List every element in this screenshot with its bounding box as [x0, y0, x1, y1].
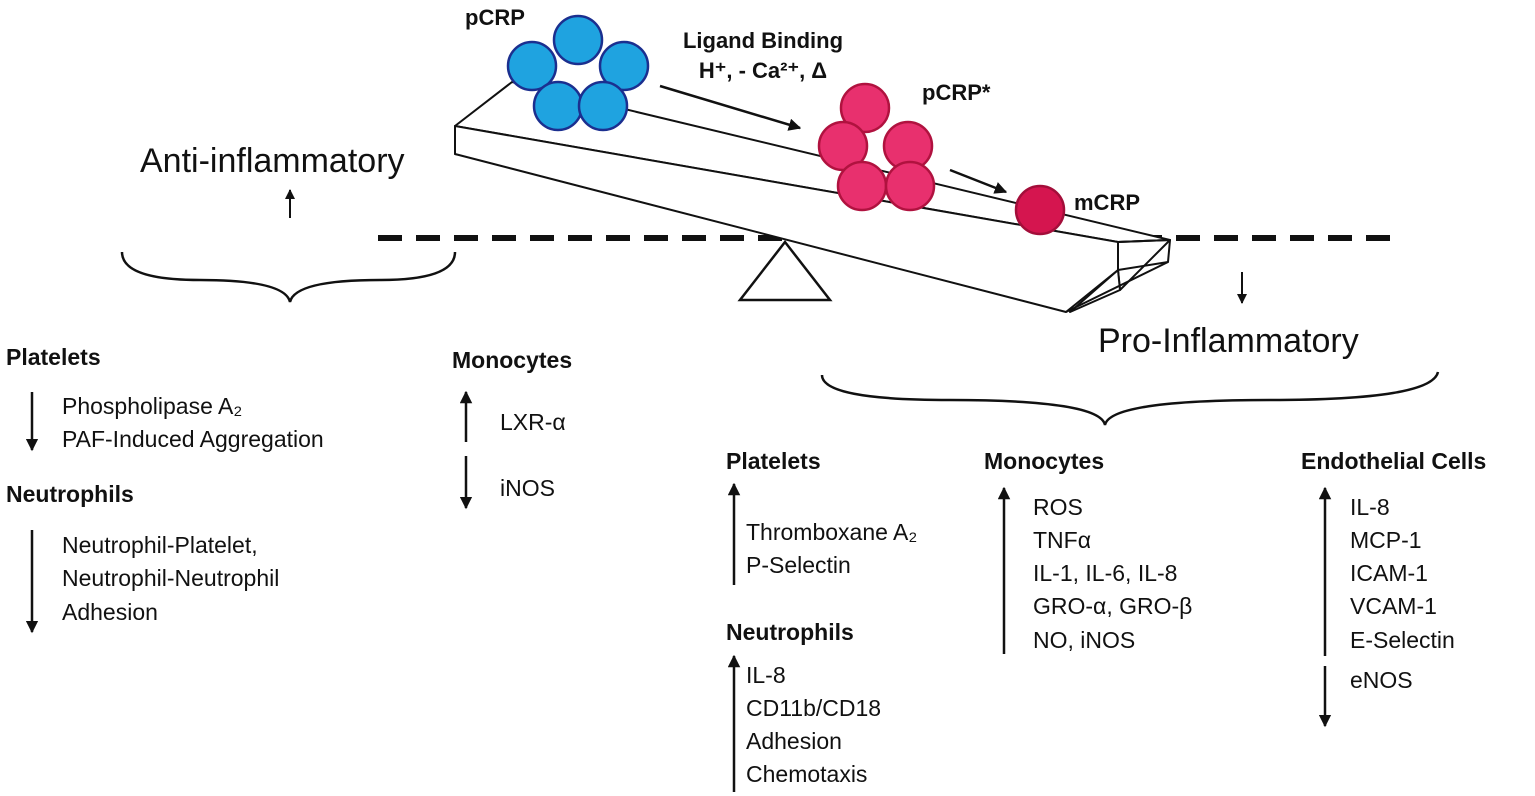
pro-inflammatory-title: Pro-Inflammatory — [1098, 322, 1359, 360]
pcrp-star-label: pCRP* — [922, 80, 991, 105]
pcrp-subunit — [577, 80, 629, 132]
anti-platelets-item: Phospholipase A₂ — [62, 393, 242, 419]
ligand-conditions-label: H⁺, - Ca²⁺, Δ — [699, 58, 827, 83]
pro-platelets-header: Platelets — [726, 448, 821, 474]
pro-neutrophils-item: CD11b/CD18 — [746, 695, 881, 721]
anti-platelets-item: PAF-Induced Aggregation — [62, 426, 324, 452]
anti-neutrophils-header: Neutrophils — [6, 481, 134, 507]
pro-monocytes-item: GRO-α, GRO-β — [1033, 593, 1192, 619]
anti-monocytes-down-item: iNOS — [500, 475, 555, 501]
pro-endothelial-up-item: VCAM-1 — [1350, 593, 1437, 619]
pcrp-subunit — [506, 40, 558, 92]
pro-endothelial-up-item: IL-8 — [1350, 494, 1390, 520]
anti-brace — [120, 251, 457, 303]
pcrp-pentamer — [506, 14, 650, 132]
anti-neutrophils-item: Neutrophil-Platelet, — [62, 532, 258, 558]
dissociation-arrow — [949, 168, 1008, 194]
pro-neutrophils-item: Chemotaxis — [746, 761, 867, 787]
anti-neutrophils-item: Adhesion — [62, 599, 158, 625]
pro-endothelial-up-item: ICAM-1 — [1350, 560, 1428, 586]
pro-endothelial-up-item: MCP-1 — [1350, 527, 1422, 553]
pro-monocytes-item: NO, iNOS — [1033, 627, 1135, 653]
pcrp-subunit — [598, 40, 650, 92]
balance-beam-front — [454, 125, 1171, 313]
pro-monocytes-item: IL-1, IL-6, IL-8 — [1033, 560, 1177, 586]
pro-monocytes-item: TNFα — [1033, 527, 1091, 553]
pro-endothelial-header: Endothelial Cells — [1301, 448, 1486, 474]
mcrp-label: mCRP — [1074, 190, 1140, 215]
pro-platelets-item: P-Selectin — [746, 552, 851, 578]
pro-endothelial-down-item: eNOS — [1350, 667, 1413, 693]
mcrp-monomer — [1014, 184, 1066, 236]
pcrp-star-subunit — [884, 160, 936, 212]
pcrp-subunit — [532, 80, 584, 132]
pro-neutrophils-item: Adhesion — [746, 728, 842, 754]
pro-platelets-item: Thromboxane A₂ — [746, 519, 917, 545]
anti-inflammatory-title: Anti-inflammatory — [140, 142, 405, 180]
pcrp-star-subunit — [836, 160, 888, 212]
fulcrum-triangle — [737, 239, 833, 302]
anti-monocytes-up-item: LXR-α — [500, 409, 566, 435]
ligand-binding-arrow — [659, 84, 802, 131]
pro-monocytes-item: ROS — [1033, 494, 1083, 520]
pro-endothelial-up-item: E-Selectin — [1350, 627, 1455, 653]
pro-neutrophils-item: IL-8 — [746, 662, 786, 688]
pro-monocytes-header: Monocytes — [984, 448, 1104, 474]
ligand-binding-label: Ligand Binding — [683, 28, 843, 53]
pcrp-subunit — [552, 14, 604, 66]
pcrp-label: pCRP — [465, 5, 525, 30]
pcrp-star-subunit — [839, 82, 891, 134]
anti-neutrophils-item: Neutrophil-Neutrophil — [62, 565, 279, 591]
pro-brace — [820, 371, 1440, 426]
anti-monocytes-header: Monocytes — [452, 347, 572, 373]
anti-platelets-header: Platelets — [6, 344, 101, 370]
pro-neutrophils-header: Neutrophils — [726, 619, 854, 645]
pcrp-star-pentamer — [817, 82, 936, 212]
